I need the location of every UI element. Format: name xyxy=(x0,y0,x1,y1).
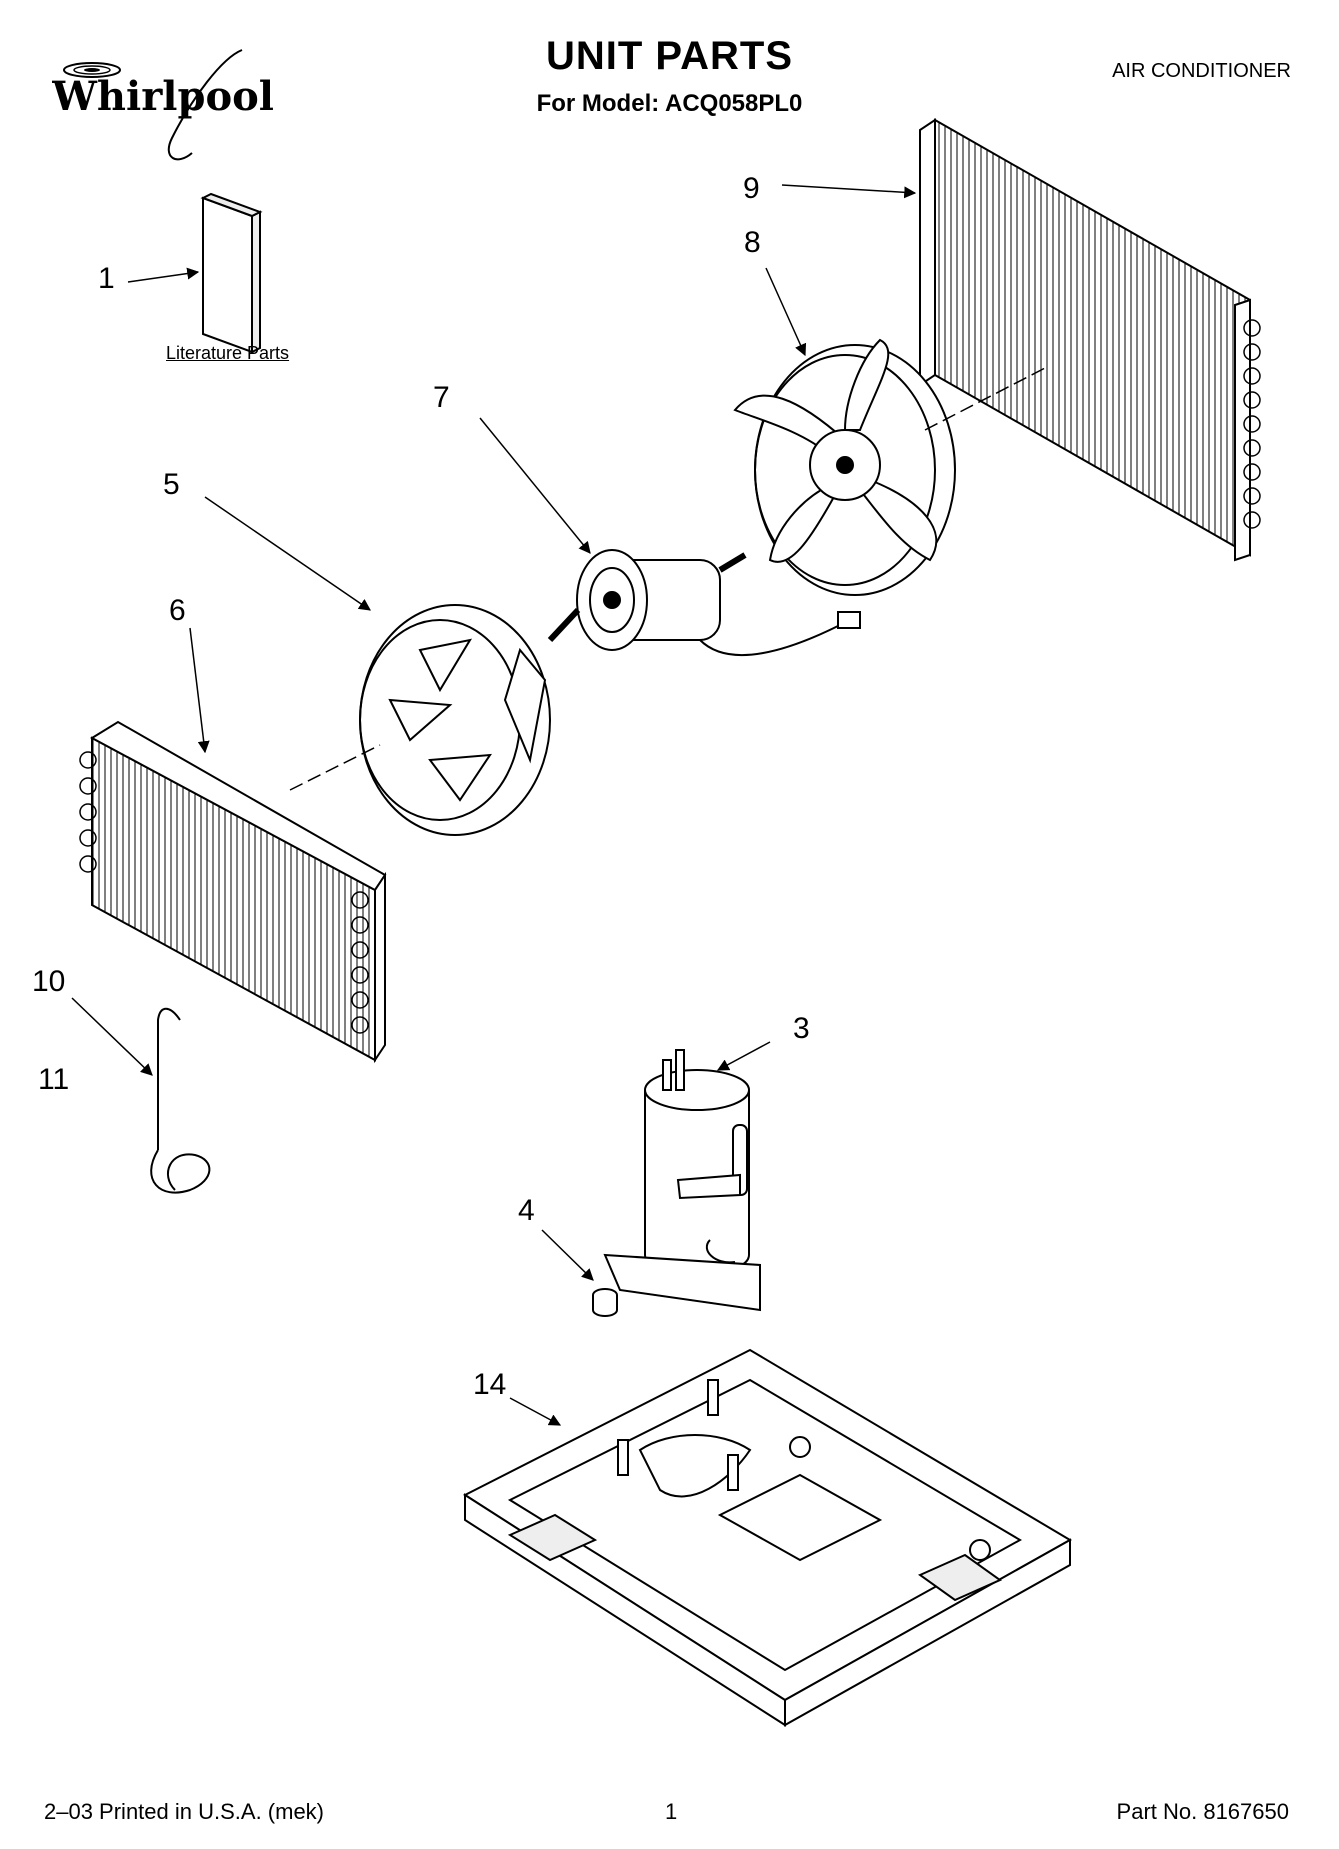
footer-part-number: Part No. 8167650 xyxy=(1116,1799,1289,1824)
literature-booklet xyxy=(200,192,263,354)
evaporator-coil xyxy=(79,720,387,1064)
blower-wheel xyxy=(359,604,551,836)
callout-3: 3 xyxy=(793,1012,810,1045)
footer-page-number: 1 xyxy=(665,1799,678,1824)
page-title: UNIT PARTS xyxy=(545,34,794,78)
compressor xyxy=(603,1049,761,1312)
model-subtitle: For Model: ACQ058PL0 xyxy=(536,90,803,117)
literature-parts-label: Literature Parts xyxy=(166,343,290,363)
callout-7: 7 xyxy=(433,381,450,414)
condenser-coil xyxy=(919,118,1261,562)
callout-8: 8 xyxy=(744,226,761,259)
base-pan xyxy=(462,1348,1072,1727)
compressor-grommet xyxy=(592,1288,618,1317)
callout-4: 4 xyxy=(518,1194,535,1227)
callout-11: 11 xyxy=(38,1063,70,1096)
callout-14: 14 xyxy=(473,1368,507,1401)
product-category: AIR CONDITIONER xyxy=(1112,60,1291,82)
whirlpool-logo: Whirlpool xyxy=(51,48,282,168)
footer-print-info: 2–03 Printed in U.S.A. (mek) xyxy=(44,1799,325,1824)
callout-1: 1 xyxy=(98,262,115,295)
fan-motor xyxy=(547,549,861,656)
callout-9: 9 xyxy=(743,172,760,205)
callout-6: 6 xyxy=(169,594,186,627)
whirlpool-swirl-icon: Whirlpool xyxy=(51,49,274,161)
condenser-fan-blade xyxy=(733,338,956,596)
callout-10: 10 xyxy=(32,965,66,998)
callout-5: 5 xyxy=(163,468,180,501)
brand-wordmark: Whirlpool xyxy=(52,73,274,120)
capillary-tube xyxy=(150,1007,211,1194)
